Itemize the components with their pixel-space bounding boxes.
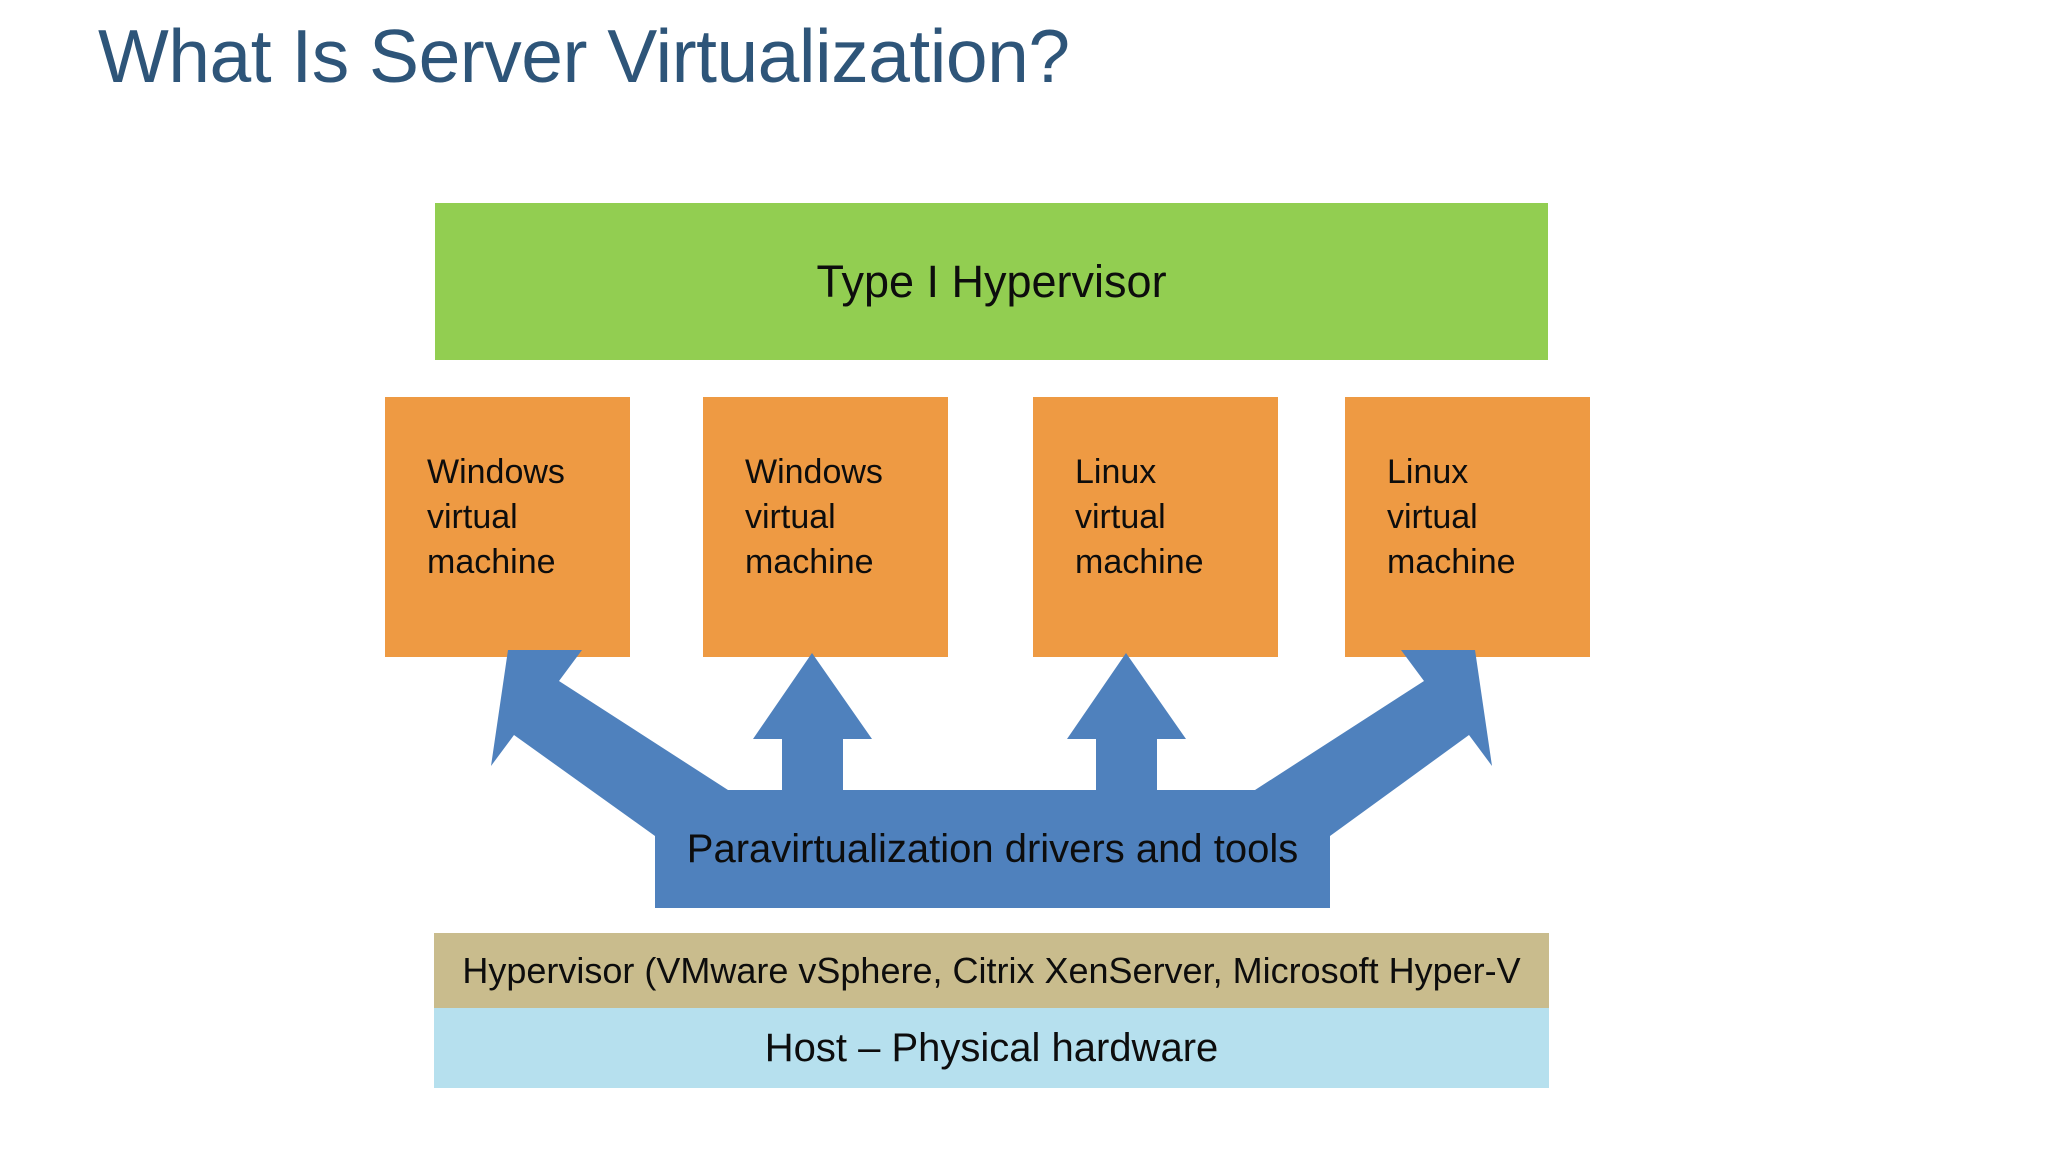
host-hardware-bar-label: Host – Physical hardware [764, 1026, 1219, 1070]
arrow-up-icon-2[interactable] [1067, 653, 1186, 800]
vm-label: Windows virtual machine [427, 453, 565, 582]
vm-label: Windows virtual machine [745, 453, 883, 582]
host-hardware-bar[interactable]: Host – Physical hardware [434, 1008, 1549, 1088]
hypervisor-bar[interactable]: Hypervisor (VMware vSphere, Citrix XenSe… [434, 933, 1549, 1008]
arrow-up-icon-1[interactable] [753, 653, 872, 800]
hypervisor-bar-label: Hypervisor (VMware vSphere, Citrix XenSe… [462, 949, 1521, 991]
type-one-hypervisor-label: Type I Hypervisor [816, 255, 1167, 307]
arrow-up-left-icon[interactable] [491, 650, 728, 836]
vm-box-windows-2[interactable]: Windows virtual machine [703, 397, 948, 657]
paravirtualization-label-wrap: Paravirtualization drivers and tools [655, 790, 1330, 908]
page-title: What Is Server Virtualization? [98, 14, 1070, 98]
vm-box-linux-2[interactable]: Linux virtual machine [1345, 397, 1590, 657]
vm-box-windows-1[interactable]: Windows virtual machine [385, 397, 630, 657]
type-one-hypervisor-box[interactable]: Type I Hypervisor [435, 203, 1548, 360]
paravirtualization-body[interactable] [655, 790, 1330, 908]
vm-label: Linux virtual machine [1387, 453, 1516, 582]
arrow-up-right-icon[interactable] [1255, 650, 1492, 836]
vm-box-linux-1[interactable]: Linux virtual machine [1033, 397, 1278, 657]
paravirtualization-label: Paravirtualization drivers and tools [686, 826, 1299, 871]
vm-label: Linux virtual machine [1075, 453, 1204, 582]
